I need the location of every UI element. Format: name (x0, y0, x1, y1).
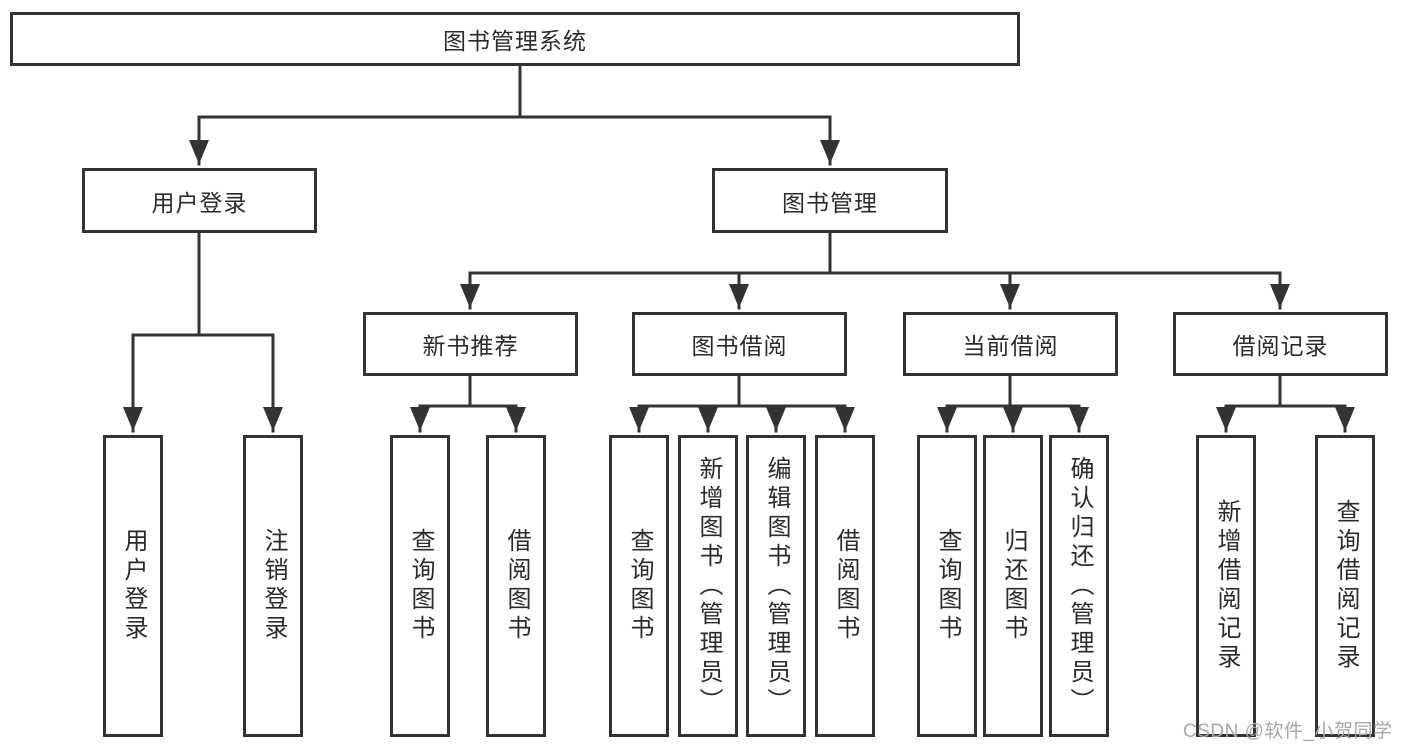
node-label: 查询图书 (934, 528, 961, 644)
leaf-borrow-books-recommend: 借阅图书 (486, 435, 546, 737)
node-new-book-recommendation: 新书推荐 (363, 312, 578, 376)
leaf-query-borrow-record: 查询借阅记录 (1315, 435, 1375, 737)
leaf-query-books-recommend: 查询图书 (390, 435, 450, 737)
node-borrowing-records: 借阅记录 (1173, 312, 1388, 376)
leaf-confirm-return-admin: 确认归还（管理员） (1049, 435, 1109, 737)
node-book-borrowing: 图书借阅 (632, 312, 847, 376)
leaf-borrow-books-borrowing: 借阅图书 (815, 435, 875, 737)
node-label: 归还图书 (1000, 528, 1027, 644)
leaf-query-books-current: 查询图书 (917, 435, 977, 737)
leaf-return-books: 归还图书 (983, 435, 1043, 737)
node-label: 新增图书（管理员） (695, 455, 722, 717)
node-label: 查询图书 (407, 528, 434, 644)
node-label: 图书管理 (782, 189, 878, 216)
node-book-management: 图书管理 (712, 168, 948, 233)
node-label: 图书借阅 (691, 333, 788, 359)
leaf-user-login: 用户登录 (103, 435, 163, 737)
node-label: 借阅记录 (1232, 333, 1329, 359)
node-label: 确认归还（管理员） (1066, 455, 1093, 717)
leaf-logout-login: 注销登录 (243, 435, 303, 737)
node-library-management-system: 图书管理系统 (10, 12, 1020, 66)
leaf-add-borrow-record: 新增借阅记录 (1196, 435, 1256, 737)
watermark: CSDN @软件_小贺同学 (1183, 721, 1393, 742)
leaf-add-books-admin: 新增图书（管理员） (678, 435, 738, 737)
node-label: 查询借阅记录 (1332, 499, 1359, 673)
node-label: 借阅图书 (832, 528, 859, 644)
leaf-edit-books-admin: 编辑图书（管理员） (746, 435, 806, 737)
node-current-borrowing: 当前借阅 (903, 312, 1118, 376)
node-label: 当前借阅 (962, 333, 1059, 359)
leaf-query-books-borrowing: 查询图书 (609, 435, 669, 737)
node-label: 用户登录 (151, 189, 248, 216)
node-label: 图书管理系统 (443, 28, 587, 54)
node-label: 借阅图书 (503, 528, 530, 644)
node-label: 用户登录 (120, 528, 147, 644)
node-label: 新增借阅记录 (1213, 499, 1240, 673)
node-label: 新书推荐 (422, 333, 519, 359)
node-user-login: 用户登录 (82, 168, 317, 233)
node-label: 编辑图书（管理员） (763, 455, 790, 717)
node-label: 注销登录 (260, 528, 287, 644)
node-label: 查询图书 (626, 528, 653, 644)
